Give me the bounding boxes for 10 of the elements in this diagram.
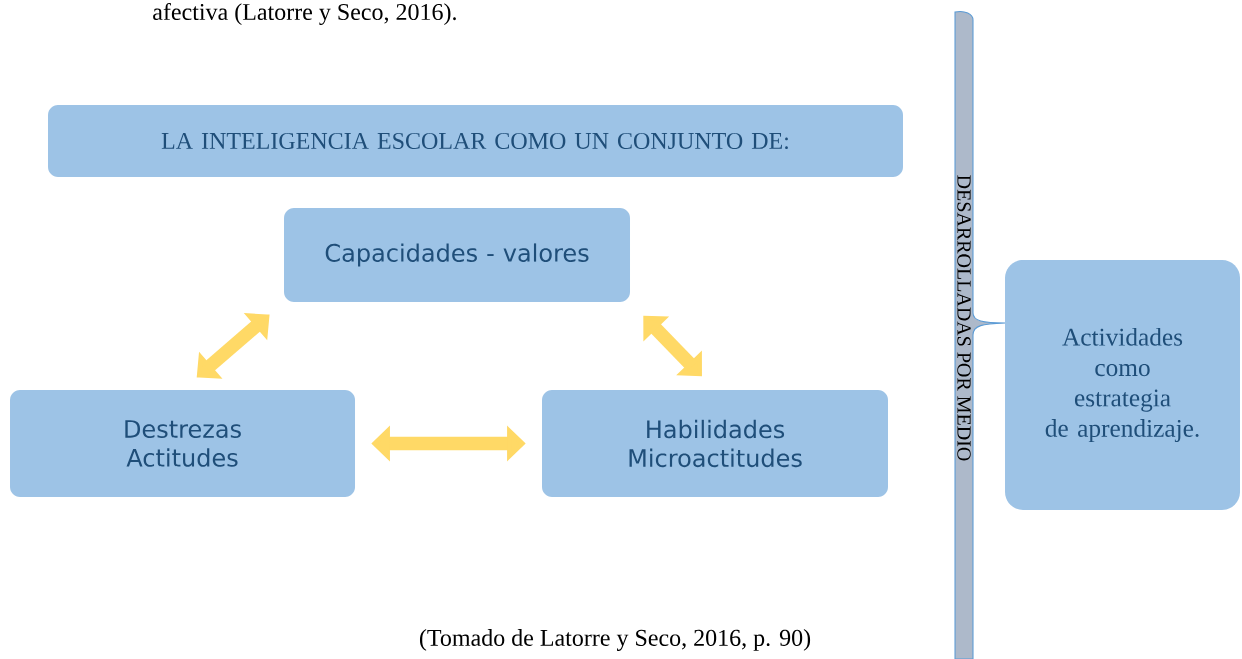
concept-box: Habilidades Microactitudes	[542, 390, 888, 497]
concept-box: Capacidades - valores	[284, 208, 630, 302]
rounded-box: Actividades como estrategia de aprendizaje.	[1005, 260, 1240, 510]
body-text: afectiva (Latorre y Seco, 2016).	[153, 2, 456, 26]
double-arrow	[643, 315, 702, 377]
title-box: LA INTELIGENCIA ESCOLAR COMO UN CONJUNTO DE:	[48, 105, 903, 177]
source-caption: (Tomado de Latorre y Seco, 2016, p. 90)	[419, 629, 811, 651]
double-arrow	[196, 313, 270, 379]
vertical-band: DESARROLLADAS POR MEDIO	[954, 10, 1006, 659]
concept-box: Destrezas Actitudes	[10, 390, 355, 497]
